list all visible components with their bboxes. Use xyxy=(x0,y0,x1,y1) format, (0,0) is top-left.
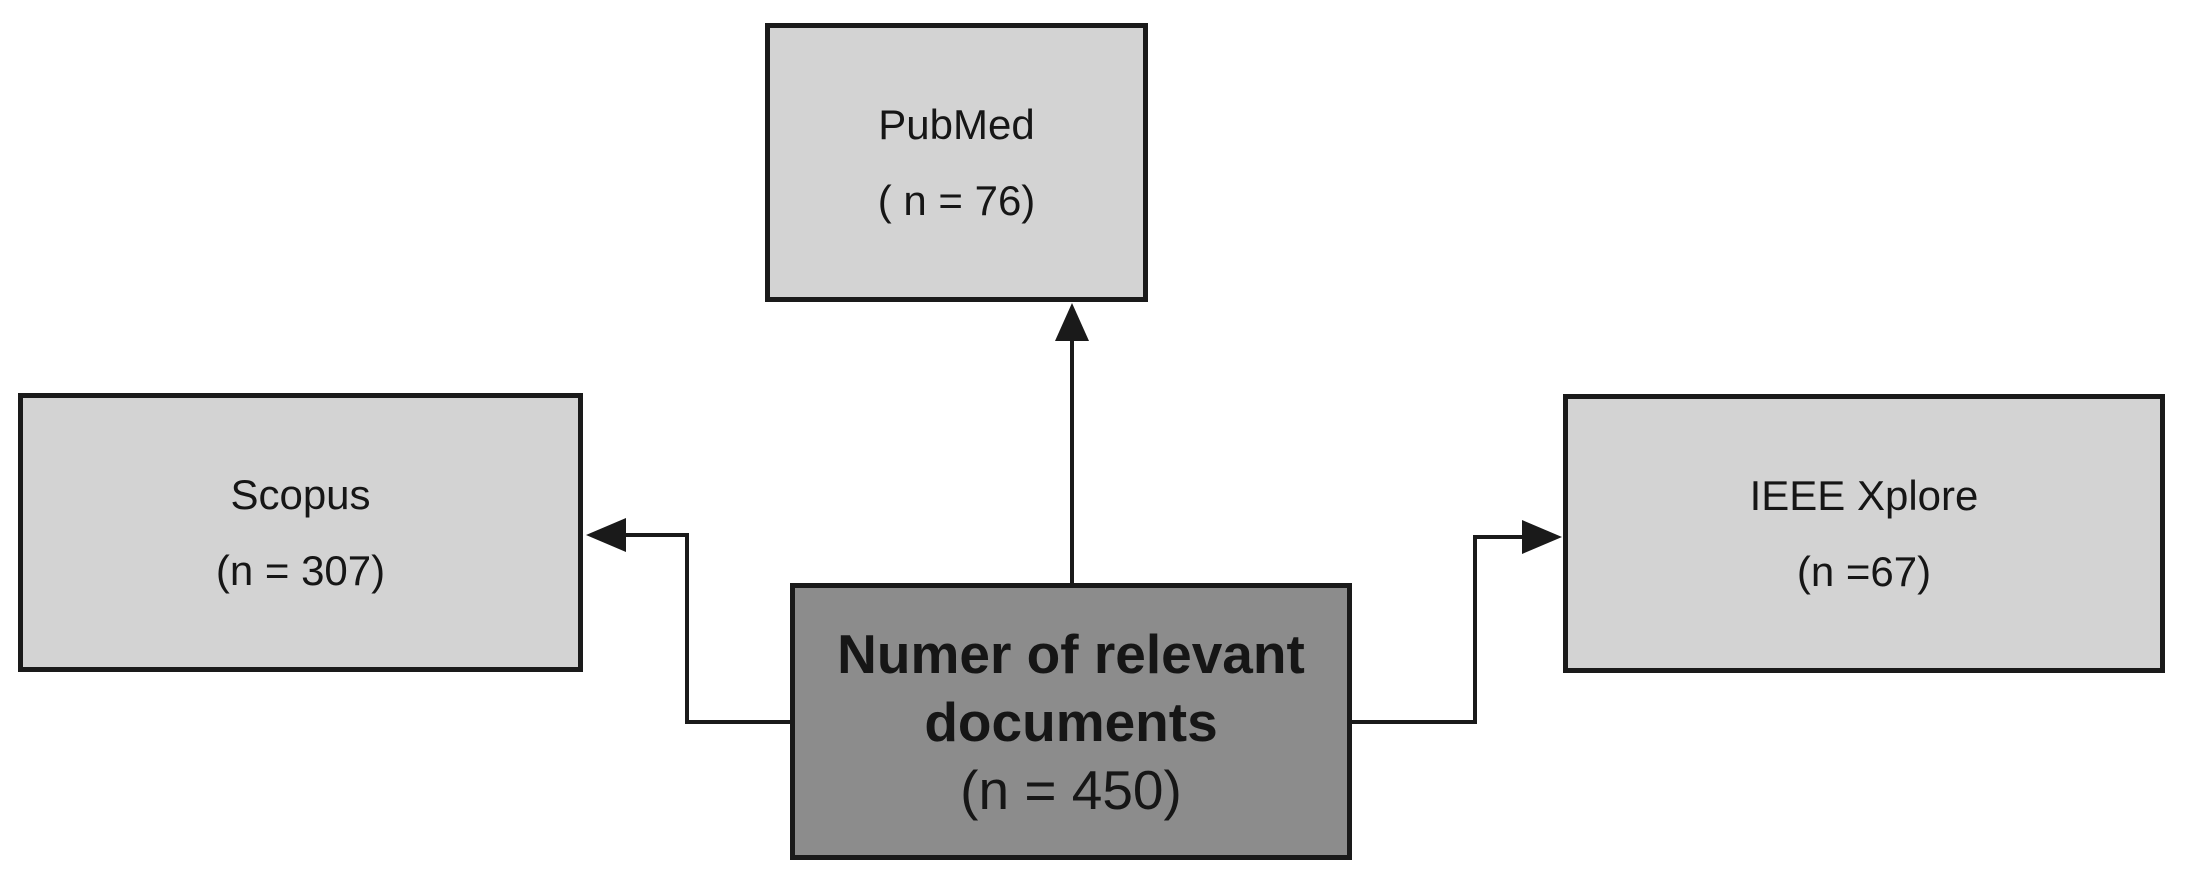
node-ieee-xplore: IEEE Xplore (n =67) xyxy=(1563,394,2165,673)
node-pubmed: PubMed ( n = 76) xyxy=(765,23,1148,302)
node-ieee-xplore-count: (n =67) xyxy=(1796,547,1932,595)
node-relevant-documents-count: (n = 450) xyxy=(960,758,1182,821)
node-relevant-documents-title: Numer of relevant documents xyxy=(837,622,1305,753)
arrow-center-to-ieee-xplore xyxy=(1352,520,1562,724)
node-relevant-documents: Numer of relevant documents (n = 450) xyxy=(790,583,1352,860)
arrow-center-to-scopus xyxy=(586,518,790,724)
node-scopus: Scopus (n = 307) xyxy=(18,393,583,672)
node-ieee-xplore-title: IEEE Xplore xyxy=(1749,471,1979,519)
node-scopus-count: (n = 307) xyxy=(215,546,386,594)
node-pubmed-title: PubMed xyxy=(878,100,1035,148)
node-pubmed-count: ( n = 76) xyxy=(877,176,1036,224)
arrow-center-to-pubmed xyxy=(1055,303,1089,583)
node-scopus-title: Scopus xyxy=(230,470,371,518)
